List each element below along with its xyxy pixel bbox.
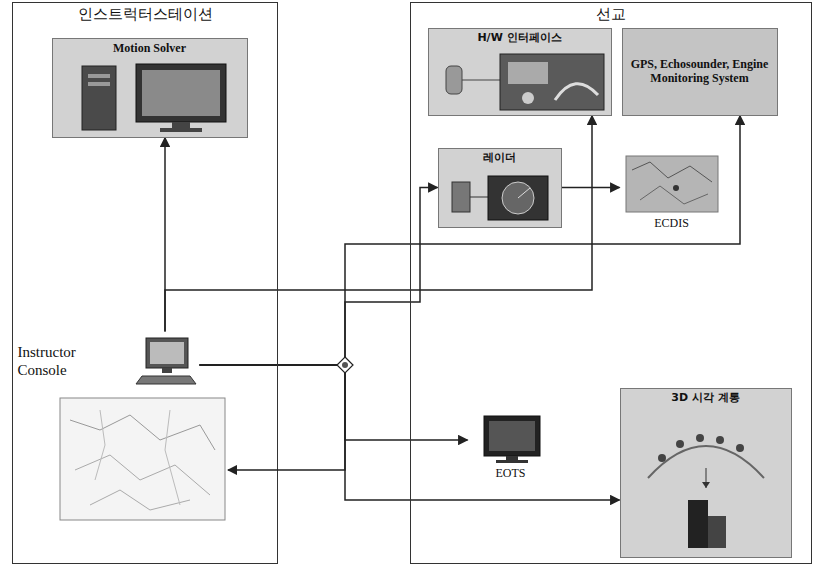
signal-connector [562, 187, 620, 189]
node-label: H/W 인터페이스 [477, 32, 561, 45]
equipment-box: 레이더 [438, 148, 562, 228]
node-label: GPS, Echosounder, Engine Monitoring Syst… [627, 58, 773, 86]
radar-equipment [452, 176, 548, 220]
node-label: 인스트럭터스테이션 [78, 6, 213, 23]
node-label: Instructor Console [18, 344, 128, 379]
region-panel: 인스트럭터스테이션 Motion SolverInstructor Console [12, 2, 278, 564]
hardware-photo [446, 54, 604, 110]
node-label: Motion Solver [113, 42, 186, 56]
region-panel: 선교 H/W 인터페이스 GPS, Echosounder, Engine Moni… [410, 2, 812, 564]
signal-connector [200, 365, 468, 440]
signal-connector [200, 188, 438, 366]
signal-connector [200, 116, 741, 366]
console-icon [136, 338, 196, 384]
signal-connector [165, 116, 592, 332]
node-label: 선교 [596, 6, 626, 23]
equipment-box: Motion Solver [52, 38, 248, 138]
console-node: Instructor Console [14, 332, 200, 392]
node-label: ECDIS [654, 217, 689, 231]
map-image [60, 398, 225, 520]
node-label: 레이더 [483, 152, 516, 165]
equipment-box: GPS, Echosounder, Engine Monitoring Syst… [622, 28, 778, 116]
node-label: EOTS [496, 467, 526, 481]
image-caption: EOTS [468, 412, 554, 484]
image-caption: ECDIS [620, 152, 724, 234]
visual-system [648, 434, 764, 548]
computer-icon [82, 64, 226, 132]
equipment-box: H/W 인터페이스 [428, 28, 612, 116]
equipment-box: 3D 시각 계통 [620, 388, 792, 558]
eots-monitor [484, 416, 540, 463]
junction-hub [228, 357, 353, 470]
ecdis-chart [626, 156, 718, 212]
node-label: 3D 시각 계통 [671, 392, 739, 405]
